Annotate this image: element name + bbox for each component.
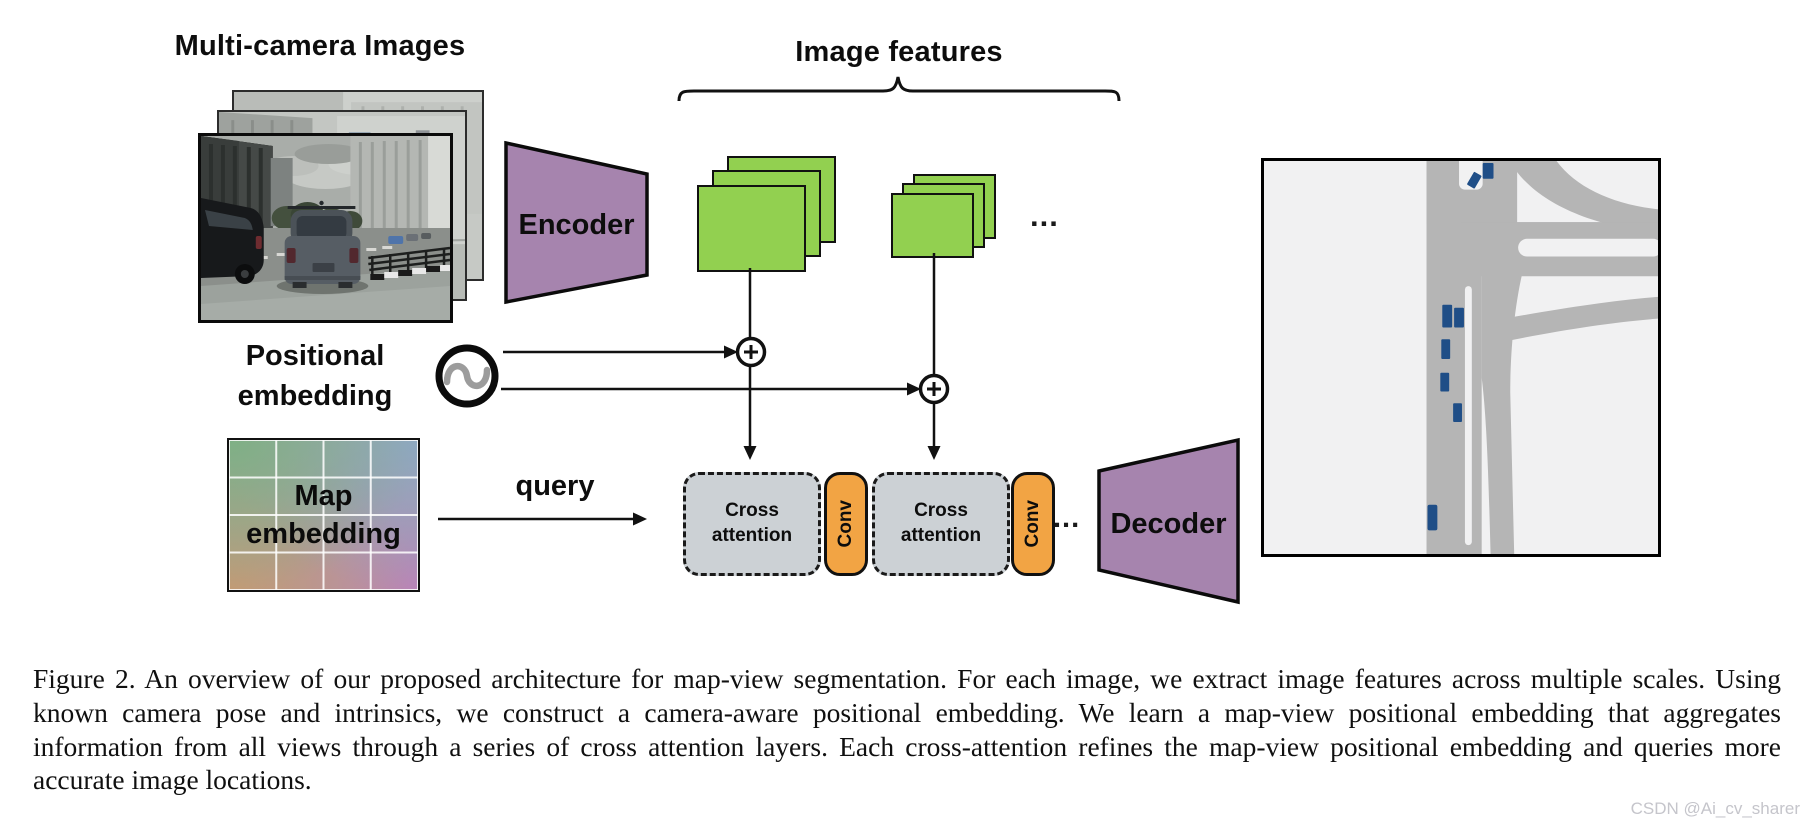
blocks-ellipsis: ... bbox=[1053, 502, 1081, 534]
add-icon bbox=[918, 373, 950, 405]
sine-wave-icon bbox=[432, 341, 502, 416]
conv-block-2: Conv bbox=[1011, 472, 1055, 576]
segmentation-output-map bbox=[1261, 158, 1662, 557]
cross-attention-block-1: Cross attention bbox=[683, 472, 821, 576]
query-label: query bbox=[515, 470, 595, 502]
encoder-shape bbox=[504, 140, 649, 305]
multi-camera-title: Multi-camera Images bbox=[174, 30, 466, 62]
gray-car-art bbox=[284, 200, 361, 288]
decoder-label: Decoder bbox=[1110, 508, 1227, 540]
camera-image-front bbox=[198, 133, 453, 323]
cross-attention-label-2: Cross attention bbox=[900, 500, 982, 546]
conv-block-1: Conv bbox=[824, 472, 868, 576]
cross-attention-label-1: Cross attention bbox=[711, 500, 793, 546]
vehicle-marks bbox=[1427, 162, 1494, 531]
image-features-title: Image features bbox=[795, 36, 1003, 68]
black-van-art bbox=[201, 198, 264, 284]
map-embedding-grid bbox=[229, 440, 418, 590]
decoder-block bbox=[1093, 433, 1244, 609]
cross-attention-block-2: Cross attention bbox=[872, 472, 1010, 576]
figure-caption: Figure 2. An overview of our proposed ar… bbox=[33, 663, 1781, 796]
segmentation-map-art bbox=[1264, 161, 1662, 554]
positional-embedding-label: Positional embedding bbox=[237, 340, 393, 413]
encoder-label: Encoder bbox=[518, 209, 635, 241]
encoder-block bbox=[500, 136, 653, 309]
add-icon bbox=[735, 336, 767, 368]
watermark: CSDN @Ai_cv_sharer bbox=[1630, 799, 1800, 818]
map-embedding-block: Map embedding bbox=[227, 438, 420, 592]
camera-scene-front-art bbox=[201, 136, 451, 320]
image-features-brace-icon bbox=[677, 76, 1121, 102]
map-embedding-label: Map embedding bbox=[246, 479, 401, 550]
feature-map-sheet bbox=[697, 185, 806, 272]
features-ellipsis: ... bbox=[1030, 198, 1059, 233]
decoder-shape bbox=[1097, 437, 1240, 605]
feature-map-sheet-small bbox=[891, 193, 974, 258]
connector-overlay bbox=[438, 76, 1121, 526]
